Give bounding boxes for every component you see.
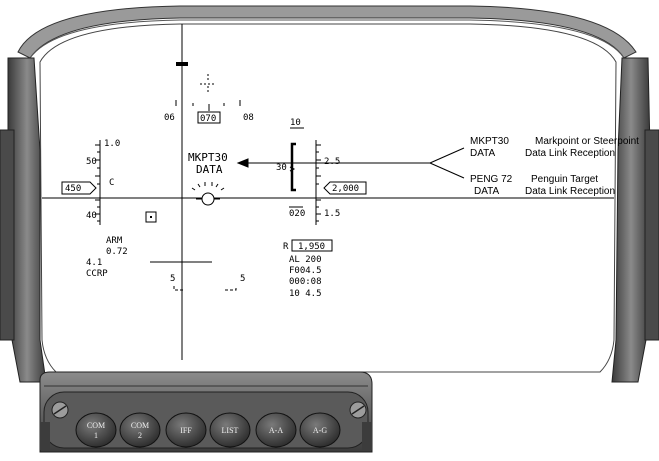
button-com2[interactable]: COM 2 <box>119 412 161 448</box>
left-data-arm: ARM <box>106 236 123 246</box>
pitch-bottom-left: 5 <box>170 274 175 284</box>
steerpoint-symbol <box>191 182 225 206</box>
range-value: 1,950 <box>298 242 325 252</box>
button-a-g[interactable]: A-G <box>299 412 341 448</box>
alt-label-mid: 1.5 <box>324 209 340 219</box>
callout-2-code: PENG 72 <box>470 174 513 185</box>
steerpoint-sub-label: DATA <box>196 163 223 176</box>
left-data-number: 4.1 <box>86 258 102 268</box>
speed-label-top: 1.0 <box>104 139 120 149</box>
callout-leader <box>236 147 465 179</box>
heading-left: 06 <box>164 113 175 123</box>
svg-text:A-G: A-G <box>313 426 327 435</box>
svg-text:LIST: LIST <box>222 426 239 435</box>
flight-path-marker-top <box>200 74 216 92</box>
speed-label-50: 50 <box>86 157 97 167</box>
screw-icon <box>51 401 69 419</box>
speed-label-40: 40 <box>86 211 97 221</box>
vvi-bracket <box>290 142 296 192</box>
speed-caret-label: C <box>109 178 114 188</box>
button-list[interactable]: LIST <box>209 412 251 448</box>
right-data-alt: AL 200 <box>289 255 322 265</box>
altitude-scale <box>315 140 321 225</box>
range-label: R <box>283 242 289 252</box>
button-com1[interactable]: COM 1 <box>75 412 117 448</box>
svg-text:COM: COM <box>87 421 105 430</box>
pitch-label-top: 10 <box>290 118 301 128</box>
button-iff[interactable]: IFF <box>165 412 207 448</box>
callout-1-code: MKPT30 <box>470 136 509 147</box>
svg-text:IFF: IFF <box>180 426 192 435</box>
altitude-box <box>323 181 367 195</box>
alt-caret-label: 30 <box>276 163 287 173</box>
alt-label-top: 2.5 <box>324 157 340 167</box>
right-data-time: 000:08 <box>289 277 322 287</box>
alt-label-bottom: 020 <box>289 209 305 219</box>
svg-text:COM: COM <box>131 421 149 430</box>
right-data-range: 10 4.5 <box>289 289 322 299</box>
hud-frame-right-pillar <box>611 57 651 383</box>
right-data-fuel: F004.5 <box>289 266 322 276</box>
callout-2-code2: DATA <box>474 186 500 197</box>
pitch-bottom-right: 5 <box>240 274 245 284</box>
screw-icon <box>349 401 367 419</box>
heading-right: 08 <box>243 113 254 123</box>
heading-tape: 06 070 08 <box>164 100 254 124</box>
callout-1-desc: Markpoint or Steerpoint <box>535 136 639 147</box>
altitude-value: 2,000 <box>332 184 359 194</box>
callout-1-code2: DATA <box>470 148 496 159</box>
svg-text:A-A: A-A <box>269 426 283 435</box>
callout-1-desc2: Data Link Reception <box>525 148 615 159</box>
heading-center: 070 <box>200 114 216 124</box>
left-data-ratio: 0.72 <box>106 247 128 257</box>
left-data-mode: CCRP <box>86 269 108 279</box>
callout-2-desc2: Data Link Reception <box>525 186 615 197</box>
hud-frame-top <box>17 5 637 59</box>
speed-box <box>61 181 97 195</box>
svg-text:1: 1 <box>94 431 98 440</box>
steerpoint-label: MKPT30 <box>188 151 228 164</box>
button-a-a[interactable]: A-A <box>255 412 297 448</box>
speed-value: 450 <box>65 184 81 194</box>
callout-2-desc: Penguin Target <box>531 174 598 185</box>
speed-scale <box>95 140 101 225</box>
svg-text:2: 2 <box>138 431 142 440</box>
